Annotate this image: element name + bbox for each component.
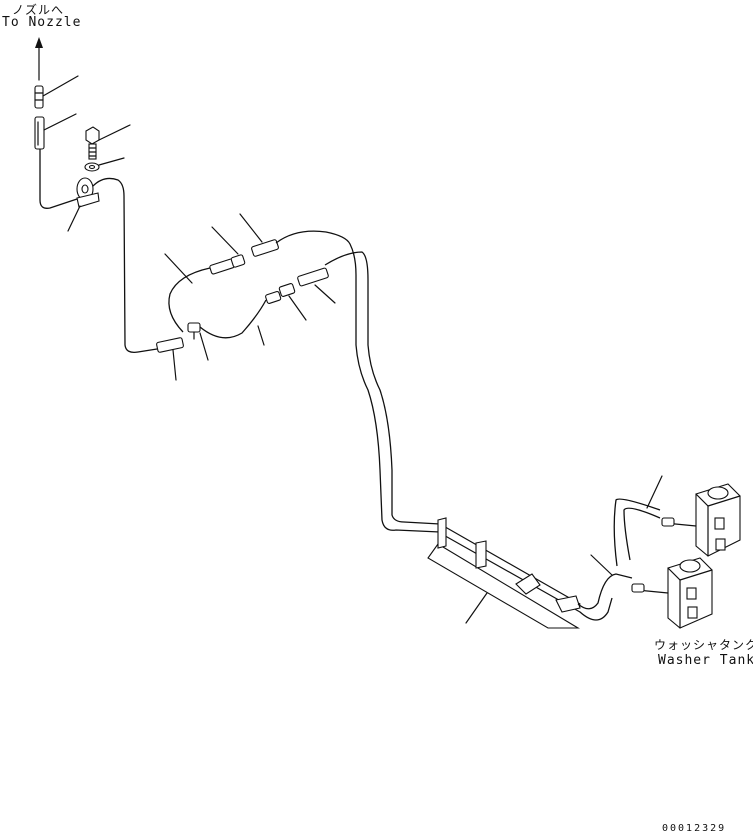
washer-tank-label-jp: ウォッシャタンク bbox=[654, 638, 753, 652]
hose-main-run bbox=[275, 230, 441, 533]
washer-tank-upper bbox=[661, 483, 741, 557]
drawing-number: 00012329 bbox=[662, 823, 727, 834]
connector-lower bbox=[265, 267, 336, 321]
to-nozzle-label-en: To Nozzle bbox=[2, 15, 82, 30]
hose-to-tanks bbox=[577, 475, 663, 621]
hose-clamp bbox=[67, 177, 100, 232]
to-nozzle-label-jp: ノズルへ bbox=[12, 3, 65, 17]
hose-sleeve-top bbox=[34, 113, 77, 150]
hose-loop bbox=[164, 253, 267, 346]
hose-upper-left bbox=[39, 149, 158, 353]
washer-tank-lower bbox=[631, 557, 713, 629]
to-nozzle-arrow bbox=[35, 37, 43, 81]
bolt bbox=[85, 124, 131, 160]
connector-upper bbox=[209, 213, 279, 275]
nozzle-connector bbox=[34, 75, 79, 109]
washer-tank-label-en: Washer Tank bbox=[658, 653, 753, 668]
hose-bracket bbox=[427, 517, 581, 629]
flat-washer bbox=[84, 157, 125, 172]
